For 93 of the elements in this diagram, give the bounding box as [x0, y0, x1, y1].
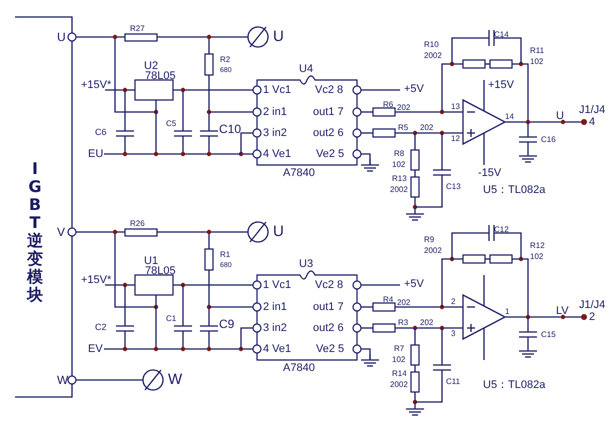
pin-label: Ve2 5 [316, 149, 344, 160]
component-label: U2 [144, 61, 158, 72]
voltage-label: +15V* [81, 275, 112, 286]
pin-label: Ve2 5 [316, 344, 344, 355]
component-label: C15 [541, 331, 556, 339]
connector-label: J1/J4 [579, 300, 606, 311]
component-label: C1 [166, 315, 176, 323]
value-label: 102 [530, 58, 544, 66]
value-label: 202 [420, 124, 434, 132]
component-label: U1 [144, 256, 158, 267]
value-label: 2002 [390, 381, 408, 389]
component-label: C13 [446, 183, 461, 191]
net-label: U [556, 111, 564, 122]
voltage-label: +15V* [81, 80, 112, 91]
pin-label: 3 in2 [263, 323, 287, 334]
component-label: A7840 [283, 363, 315, 374]
component-label: R2 [220, 56, 230, 64]
value-label: 102 [530, 253, 544, 261]
component-label: R27 [130, 25, 145, 33]
component-label: R13 [392, 175, 407, 183]
pin-label: out1 7 [313, 107, 344, 118]
voltage-label: +5V [404, 279, 424, 290]
component-label: R1 [220, 251, 230, 259]
value-label: 202 [397, 299, 410, 307]
pin-label: 3 in2 [263, 128, 287, 139]
net-label: EV [88, 344, 103, 355]
component-label: R4 [383, 296, 394, 304]
component-label: 78L05 [145, 266, 176, 277]
component-label: C12 [494, 226, 509, 234]
value-label: 2002 [424, 247, 442, 255]
component-label: R26 [130, 220, 145, 228]
component-label: R12 [530, 242, 545, 250]
component-label: R6 [383, 101, 394, 109]
component-label: A7840 [283, 168, 315, 179]
component-label: 78L05 [145, 71, 176, 82]
pin-number: 3 [451, 330, 456, 338]
component-label: R7 [394, 345, 404, 353]
voltage-label: -15V [478, 168, 502, 179]
value-label: 102 [392, 161, 406, 169]
net-label: LV [556, 306, 569, 317]
component-label: C10 [219, 123, 242, 135]
component-label: R14 [392, 370, 407, 378]
module-label: IGBT逆变模块 [26, 160, 44, 304]
terminal-label: W [57, 374, 68, 386]
pin-number: 1 [505, 308, 510, 316]
pin-label: out1 7 [313, 302, 344, 313]
pin-label: 2 in1 [263, 302, 287, 313]
voltage-label: +15V [488, 80, 514, 91]
component-label: R9 [424, 236, 434, 244]
pin-label: out2 6 [313, 128, 344, 139]
component-label: U3 [299, 259, 314, 270]
component-label: R11 [530, 47, 544, 55]
pin-number: 12 [451, 135, 460, 143]
pin-label: 4 Ve1 [263, 344, 292, 355]
terminal-label: V [57, 226, 66, 238]
meter-label: U [273, 224, 284, 239]
value-label: 202 [420, 319, 434, 327]
component-label: R5 [398, 124, 408, 132]
meter-label: U [273, 29, 284, 44]
part-label: U5：TL082a [483, 380, 546, 391]
pin-number: 14 [505, 113, 514, 121]
component-label: R10 [424, 41, 439, 49]
pin-number: 13 [451, 103, 460, 111]
connector-label: J1/J4 [579, 105, 606, 116]
voltage-label: +5V [404, 84, 424, 95]
pin-label: Vc2 8 [315, 280, 344, 291]
pin-number: 2 [589, 312, 596, 323]
pin-label: 4 Ve1 [263, 149, 292, 160]
terminal-label: U [57, 31, 66, 43]
component-label: C11 [446, 378, 460, 386]
value-label: 202 [397, 104, 410, 112]
component-label: C14 [494, 31, 509, 39]
value-label: 2002 [424, 52, 442, 60]
value-label: 102 [392, 356, 406, 364]
pin-label: 1 Vc1 [263, 280, 292, 291]
pin-label: Vc2 8 [315, 85, 344, 96]
component-label: C5 [166, 120, 176, 128]
net-label: EU [88, 149, 104, 160]
component-label: C16 [541, 136, 556, 144]
pin-number: 4 [589, 117, 596, 128]
pin-label: 2 in1 [263, 107, 287, 118]
meter-label: W [168, 372, 182, 387]
part-label: U5：TL082a [483, 185, 546, 196]
component-label: U4 [299, 64, 314, 75]
pin-number: 2 [451, 298, 456, 306]
pin-label: 1 Vc1 [263, 85, 292, 96]
value-label: 2002 [390, 186, 408, 194]
component-label: R3 [398, 319, 408, 327]
component-label: C6 [95, 128, 107, 137]
pin-label: out2 6 [313, 323, 344, 334]
component-label: C9 [219, 318, 234, 330]
component-label: C2 [95, 323, 107, 332]
component-label: R8 [394, 150, 404, 158]
